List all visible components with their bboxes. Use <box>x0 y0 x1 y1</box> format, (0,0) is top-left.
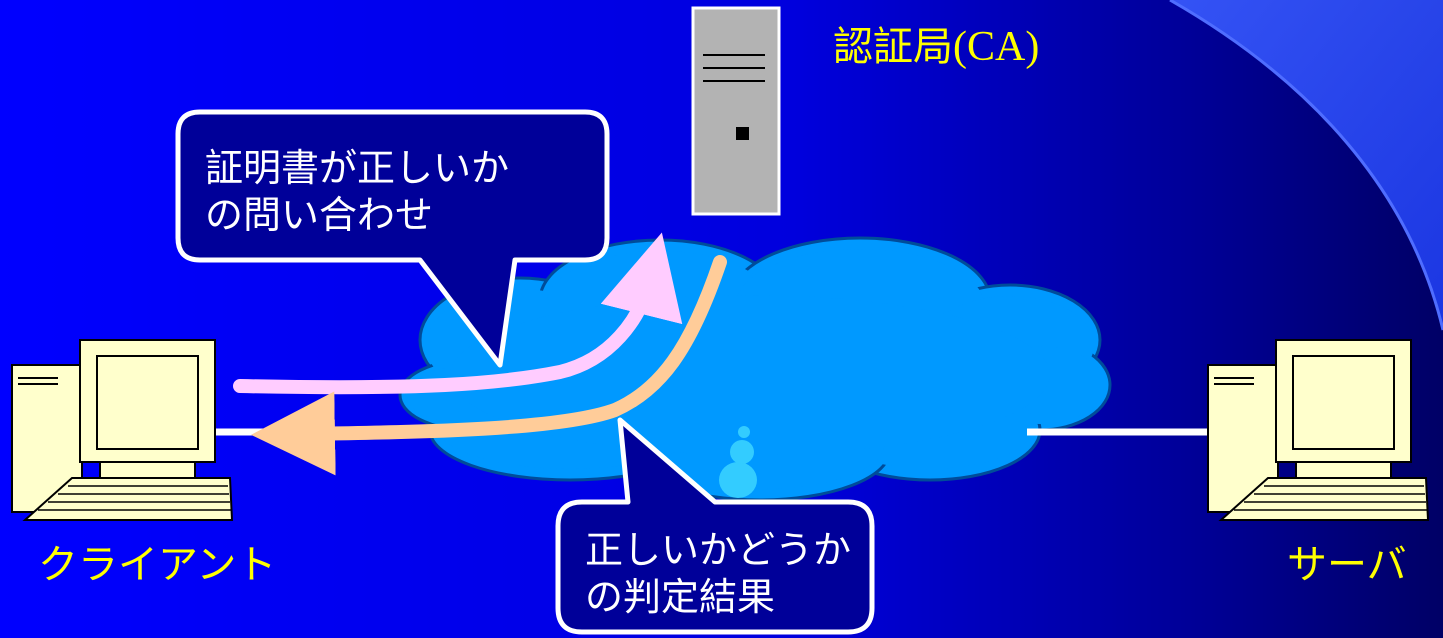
result-callout <box>555 417 875 635</box>
ca-server-icon <box>691 6 781 216</box>
result-callout-line1: 正しいかどうか <box>585 528 852 572</box>
person-icon <box>719 426 757 498</box>
server-label: サーバ <box>1287 542 1407 588</box>
result-callout-line2: の判定結果 <box>585 575 776 619</box>
result-arrow <box>251 255 727 476</box>
ca-label: 認証局(CA) <box>833 14 1039 72</box>
query-callout-line1: 証明書が正しいか <box>205 146 510 190</box>
decorative-sweep-edge <box>1169 0 1443 331</box>
client-computer-icon <box>11 339 234 521</box>
query-callout <box>175 109 610 368</box>
query-callout-text: 証明書が正しいか の問い合わせ <box>205 145 509 239</box>
ca-name: 認証局 <box>833 24 953 70</box>
query-callout-line2: の問い合わせ <box>205 193 434 237</box>
server-computer-icon <box>1207 339 1430 521</box>
result-callout-text: 正しいかどうか の判定結果 <box>585 527 851 621</box>
decorative-sweep <box>1170 0 1443 330</box>
ca-abbr: (CA) <box>953 24 1040 70</box>
client-label: クライアント <box>38 542 277 588</box>
query-arrow <box>233 232 683 395</box>
